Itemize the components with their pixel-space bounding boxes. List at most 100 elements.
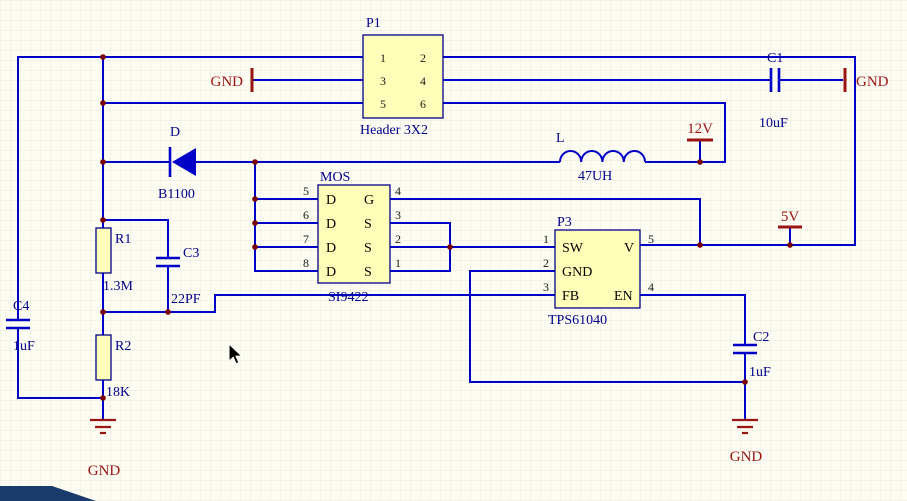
junction-dot: [165, 309, 171, 315]
mos-pin-name: D: [326, 241, 336, 256]
mos-pin-number: 5: [303, 184, 309, 198]
c4-designator[interactable]: C4: [13, 299, 29, 314]
wire-mos-pin4[interactable]: [390, 198, 701, 245]
mos-pin-name: D: [326, 217, 336, 232]
c4-value[interactable]: 1uF: [13, 339, 35, 354]
mos-pin-number: 2: [395, 232, 401, 246]
junction-dot: [100, 395, 106, 401]
p1-pin-number: 5: [380, 97, 386, 111]
wire-fb[interactable]: [103, 294, 555, 313]
c1-value[interactable]: 10uF: [759, 116, 788, 131]
p3-pin-number: 3: [543, 280, 549, 294]
p3-pin-name: GND: [562, 265, 592, 280]
junction-dot: [252, 220, 258, 226]
wire-5v-rail[interactable]: [440, 56, 856, 246]
p3-pin-name: FB: [562, 289, 579, 304]
gnd-power-port-label[interactable]: GND: [856, 74, 889, 90]
junction-dot: [697, 242, 703, 248]
p1-pin-number: 3: [380, 74, 386, 88]
c2-value[interactable]: 1uF: [749, 365, 771, 380]
mos-pin-name: S: [364, 241, 372, 256]
r2-value[interactable]: 18K: [106, 385, 130, 400]
p1-pin-number: 1: [380, 51, 386, 65]
d-designator[interactable]: D: [170, 125, 180, 140]
p3-pin-name: V: [624, 241, 634, 256]
c3-value[interactable]: 22PF: [171, 292, 201, 307]
mos-pin-name: S: [364, 265, 372, 280]
p1-pin-number: 2: [420, 51, 426, 65]
p3-pin-number: 4: [648, 280, 654, 294]
wire-c4-gnd[interactable]: [17, 328, 103, 399]
gnd-power-port-label[interactable]: GND: [88, 463, 121, 479]
p3-body[interactable]: [554, 229, 641, 309]
c1-designator[interactable]: C1: [767, 51, 783, 66]
mos-pin-name: S: [364, 217, 372, 232]
p3-pin-name: EN: [614, 289, 633, 304]
junction-dot: [742, 379, 748, 385]
p1-comment[interactable]: Header 3X2: [360, 123, 428, 138]
mouse-cursor: [228, 342, 244, 365]
p3-pin-number: 2: [543, 256, 549, 270]
mos-pin-number: 1: [395, 256, 401, 270]
c3-designator[interactable]: C3: [183, 246, 199, 261]
c2-designator[interactable]: C2: [753, 330, 769, 345]
junction-dot: [252, 244, 258, 250]
l-comment[interactable]: 47UH: [578, 169, 612, 184]
capacitor-c3-symbol[interactable]: [156, 256, 180, 268]
12v-power-port-label[interactable]: 12V: [687, 121, 713, 137]
wire-c3-top[interactable]: [103, 219, 169, 258]
r1-value[interactable]: 1.3M: [103, 279, 134, 294]
wire-en-c2[interactable]: [640, 294, 746, 345]
mos-pin-number: 6: [303, 208, 309, 222]
resistor-r2-body[interactable]: [95, 334, 112, 381]
mos-pin-number: 3: [395, 208, 401, 222]
l-designator[interactable]: L: [556, 131, 565, 146]
r2-designator[interactable]: R2: [115, 339, 131, 354]
inductor-symbol[interactable]: [559, 150, 646, 163]
junction-dot: [100, 100, 106, 106]
resistor-r1-body[interactable]: [95, 227, 112, 274]
p1-designator[interactable]: P1: [366, 16, 381, 31]
capacitor-c2-symbol[interactable]: [733, 343, 757, 355]
sheet-corner: [0, 486, 96, 501]
mos-pin-name: D: [326, 265, 336, 280]
mos-pin-name: D: [326, 193, 336, 208]
diode-symbol[interactable]: [172, 148, 196, 176]
mos-pin-number: 7: [303, 232, 309, 246]
mos-pin-number: 8: [303, 256, 309, 270]
mos-pin-number: 4: [395, 184, 401, 198]
wire-input-top[interactable]: [17, 56, 365, 320]
mos-comment[interactable]: SI9422: [328, 290, 368, 305]
p3-designator[interactable]: P3: [557, 215, 572, 230]
capacitor-c1-symbol[interactable]: [769, 68, 781, 92]
r1-designator[interactable]: R1: [115, 232, 131, 247]
junction-dot: [100, 54, 106, 60]
p3-comment[interactable]: TPS61040: [548, 313, 607, 328]
wire-rail-to-p1-pin6[interactable]: [440, 102, 726, 163]
junction-dot: [252, 196, 258, 202]
gnd-power-port-label[interactable]: GND: [730, 449, 763, 465]
capacitor-c4-symbol[interactable]: [6, 318, 30, 330]
junction-dot: [100, 217, 106, 223]
p1-body[interactable]: [362, 34, 444, 119]
earth-ground-symbol-right[interactable]: [732, 418, 758, 435]
junction-dot: [100, 159, 106, 165]
junction-dot: [252, 159, 258, 165]
mos-designator[interactable]: MOS: [320, 170, 350, 185]
d-comment[interactable]: B1100: [158, 187, 195, 202]
p1-pin-number: 4: [420, 74, 426, 88]
earth-ground-symbol-left[interactable]: [90, 418, 116, 435]
5v-power-port-label[interactable]: 5V: [781, 209, 800, 225]
p1-pin-number: 6: [420, 97, 426, 111]
junction-dot: [697, 159, 703, 165]
gnd-power-port-label[interactable]: GND: [211, 74, 244, 90]
p3-pin-number: 5: [648, 232, 654, 246]
wire-mos-left-pins[interactable]: [254, 162, 318, 272]
mos-body[interactable]: [317, 184, 391, 284]
junction-dot: [100, 309, 106, 315]
wire-p3-gnd[interactable]: [469, 270, 745, 383]
junction-dot: [787, 242, 793, 248]
